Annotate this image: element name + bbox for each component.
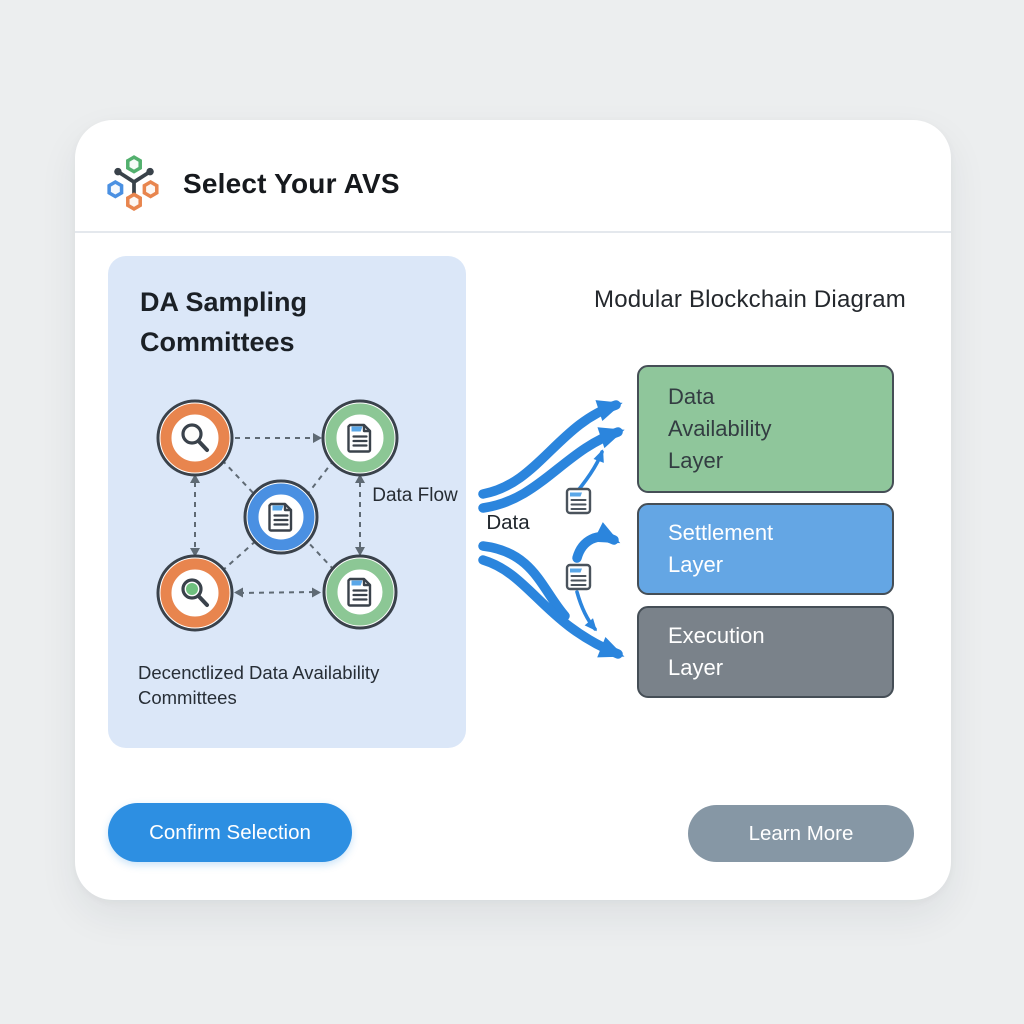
layer-label-line: Execution	[668, 623, 765, 648]
node-document-1	[321, 399, 399, 477]
data-availability-layer-box: Data Availability Layer	[637, 365, 894, 493]
confirm-selection-button[interactable]: Confirm Selection	[108, 803, 352, 862]
search-found-icon	[181, 578, 209, 607]
layer-label-line: Data	[668, 384, 715, 409]
avs-option-da-sampling[interactable]: DA Sampling Committees Data Flow Decenct…	[108, 256, 466, 748]
data-flow-arrows	[478, 400, 625, 659]
da-committee-network-diagram	[156, 399, 399, 632]
layer-label-line: Availability	[668, 416, 772, 441]
packet-document-icon	[565, 487, 592, 515]
settlement-layer-box: Settlement Layer	[637, 503, 894, 595]
document-icon	[347, 577, 372, 607]
execution-layer-box: Execution Layer	[637, 606, 894, 698]
layer-label-line: Layer	[668, 448, 724, 473]
search-icon	[181, 423, 209, 452]
node-document-center	[243, 479, 319, 555]
page-title: Select Your AVS	[183, 168, 400, 199]
option-title: DA Sampling Committees	[140, 287, 308, 357]
avs-selection-card: Select Your AVS	[75, 120, 951, 900]
node-search-2	[156, 554, 234, 632]
layer-label-line: Layer	[668, 655, 724, 680]
header-divider	[75, 231, 951, 233]
option-caption: Decenctlized Data Availability Committee…	[138, 662, 380, 708]
diagram-title: Modular Blockchain Diagram	[594, 286, 906, 313]
data-flow-label: Data Flow	[372, 485, 458, 506]
learn-more-button[interactable]: Learn More	[688, 805, 914, 862]
hexagon-network-icon	[105, 153, 163, 216]
packet-document-icon	[565, 563, 592, 591]
dashed-links	[194, 437, 361, 594]
dashed-arrowheads	[190, 433, 365, 598]
node-document-2	[322, 554, 398, 630]
node-search-1	[156, 399, 234, 477]
layer-label-line: Layer	[668, 552, 724, 577]
document-icon	[268, 502, 293, 532]
card-header: Select Your AVS	[105, 152, 400, 216]
layer-label-line: Settlement	[668, 520, 774, 545]
data-label: Data	[486, 511, 530, 534]
document-icon	[347, 423, 372, 453]
